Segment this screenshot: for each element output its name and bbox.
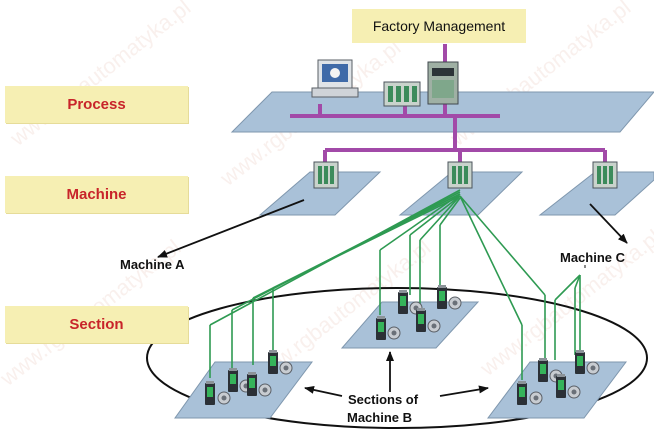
process-level-label: Process: [5, 86, 188, 123]
machine-c-label: Machine C: [560, 250, 626, 265]
machine-b-platform: [398, 171, 524, 216]
machine-b-controller-icon: [447, 161, 473, 189]
factory-management-label: Factory Management: [352, 9, 526, 43]
machine-c-controller-icon: [592, 161, 618, 189]
controller-cabinet-icon: [427, 61, 459, 105]
sections-of-machine-b-label-line1: Sections of: [348, 392, 419, 407]
workstation-icon: [311, 59, 359, 98]
machine-c-platform: [538, 171, 654, 216]
right-section-arrow: [439, 385, 489, 397]
section-level-label: Section: [5, 306, 188, 343]
machine-level-label: Machine: [5, 176, 188, 213]
machine-a-controller-icon: [313, 161, 339, 189]
left-section-arrow: [304, 385, 343, 397]
machine-a-label: Machine A: [120, 257, 185, 272]
field-cables: [209, 184, 581, 380]
section-boundary: [146, 287, 648, 429]
machine-a-platform: [258, 171, 382, 216]
plc-rack-icon: [383, 81, 421, 107]
machine-c-arrow: [589, 203, 628, 244]
machine-a-arrow: [157, 199, 305, 258]
sections-of-machine-b-label-line2: Machine B: [347, 410, 413, 425]
